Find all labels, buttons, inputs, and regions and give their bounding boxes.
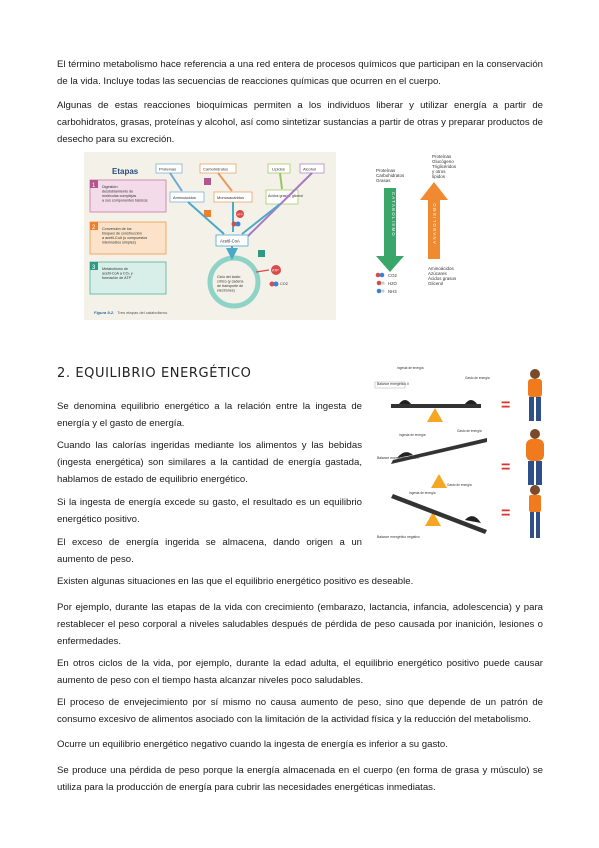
- stage-1-box: [89, 179, 167, 213]
- stages-title: Etapas: [112, 167, 139, 176]
- row3-eq: =: [501, 505, 510, 522]
- section2-paragraph-2: Cuando las calorías ingeridas mediante l…: [57, 440, 362, 485]
- section2-paragraph-8: El proceso de envejecimiento por sí mism…: [57, 697, 543, 725]
- ana-bottom-0: Aminoácidos: [428, 266, 455, 271]
- row2-gasto: Gasto de energía: [457, 429, 482, 433]
- label-acetil-coa: Acetil-CoA: [220, 239, 240, 244]
- person-1: [528, 369, 542, 421]
- catabolism-label: CATABOLISMO: [391, 192, 396, 237]
- ana-bottom-3: Glicerol: [428, 281, 443, 286]
- row3-label: Balance energético negativo: [377, 535, 420, 539]
- ana-list-2: Triglicéridos: [432, 164, 457, 169]
- svg-text:ATP: ATP: [237, 213, 243, 217]
- label-atp: ATP: [272, 269, 279, 273]
- svg-text:Balance energético positivo: Balance energético positivo: [377, 456, 419, 460]
- cat-list-1: Carbohidratos: [376, 173, 405, 178]
- energy-balance-figure: Balance energético 0 Ingesta de energía …: [369, 362, 549, 554]
- section2-paragraph-6: Por ejemplo, durante las etapas de la vi…: [57, 602, 543, 647]
- figure-caption-text: Tres etapas del catabolismo.: [117, 310, 168, 315]
- row3-gasto: Gasto de energía: [447, 483, 472, 487]
- row3-ingesta: Ingesta de energía: [409, 491, 436, 495]
- label-alcohol: Alcohol: [303, 167, 316, 172]
- stage-2-number: 2: [92, 225, 96, 231]
- label-proteinas: Proteínas: [159, 167, 176, 172]
- row1-ingesta: Ingesta de energía: [397, 366, 424, 370]
- ana-list-1: Glucógeno: [432, 159, 454, 164]
- cat-list-2: Grasas: [376, 178, 391, 183]
- row2-eq: =: [501, 459, 510, 476]
- ana-list-0: Proteínas: [432, 154, 452, 159]
- row2-label: Balance energético positivo: [377, 456, 419, 460]
- anabolism-label: ANABOLISMO: [432, 202, 437, 244]
- stage-3-box: [89, 261, 167, 295]
- svg-text:Aminoácidos Azúcares: Aminoácidos Azúcares Ácidos grasos Glice…: [428, 266, 458, 286]
- ana-bottom-2: Ácidos grasos: [428, 275, 457, 281]
- label-aminoacidos: Aminoácidos: [173, 195, 196, 200]
- section2-paragraph-4: El exceso de energía ingerida se almacen…: [57, 537, 362, 565]
- ana-list-3: y otros: [432, 169, 446, 174]
- label-co2: CO2: [280, 282, 288, 286]
- row1-label: Balance energético 0: [377, 382, 409, 386]
- svg-text:Figura 9-2.Tres etapas del cat: Figura 9-2.Tres etapas del catabolismo.: [94, 310, 168, 315]
- stage-2-box: [89, 221, 167, 255]
- section2-paragraph-5: Existen algunas situaciones en las que e…: [57, 576, 414, 587]
- label-lipidos: Lípidos: [272, 167, 285, 172]
- ana-bottom-1: Azúcares: [428, 271, 448, 276]
- svg-text:Proteínas Carbohidratos: Proteínas Carbohidratos Grasas: [376, 168, 406, 183]
- svg-text:Proteínas Glucógeno: Proteínas Glucógeno Triglicéridos y otro…: [432, 154, 457, 179]
- intro-paragraph-1: El término metabolismo hace referencia a…: [57, 59, 543, 87]
- person-2: [526, 429, 544, 485]
- section2-paragraph-3: Si la ingesta de energía excede su gasto…: [57, 497, 362, 525]
- figure-caption-label: Figura 9-2.: [94, 310, 114, 315]
- row1-gasto: Gasto de energía: [465, 376, 490, 380]
- section2-paragraph-1: Se denomina equilibrio energético a la r…: [57, 401, 362, 429]
- section-heading: 2. EQUILIBRIO ENERGÉTICO: [57, 366, 252, 381]
- section2-paragraph-9: Ocurre un equilibrio energético negativo…: [57, 739, 448, 750]
- label-monosacaridos: Monosacáridos: [217, 195, 244, 200]
- label-acidos-grasos: Ácidos grasos, glicerol: [268, 194, 303, 198]
- person-3: [529, 485, 541, 538]
- section2-paragraph-7: En otros ciclos de la vida, por ejemplo,…: [57, 658, 543, 686]
- section2-paragraph-10: Se produce una pérdida de peso porque la…: [57, 765, 543, 793]
- label-carbohidratos: Carbohidratos: [203, 167, 228, 172]
- intro-paragraph-2: Algunas de estas reacciones bioquímicas …: [57, 100, 543, 145]
- anabolism-catabolism-figure: Proteínas Carbohidratos Grasas CATABOLIS…: [364, 152, 496, 302]
- cat-list-0: Proteínas: [376, 168, 396, 173]
- product-co2: CO2: [388, 273, 397, 278]
- stage-3-number: 3: [92, 265, 96, 271]
- row1-eq: =: [501, 397, 510, 414]
- stage-1-number: 1: [92, 183, 96, 189]
- product-h2o: H2O: [388, 281, 397, 286]
- ana-list-4: lípidos: [432, 174, 446, 179]
- row2-ingesta: Ingesta de energía: [399, 433, 426, 437]
- product-nh3: NH3: [388, 289, 397, 294]
